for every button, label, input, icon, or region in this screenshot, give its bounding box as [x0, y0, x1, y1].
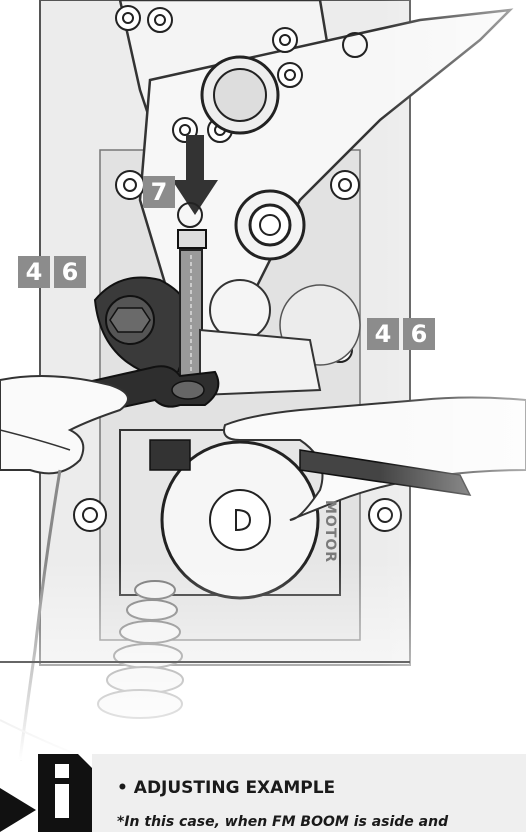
motor-label: MOTOR [322, 500, 338, 564]
left-hand [0, 375, 129, 475]
nut [177, 229, 207, 249]
info-panel [38, 754, 526, 832]
step-badge-4-left: 4 [18, 256, 50, 288]
step-badge-4-right: 4 [367, 318, 399, 350]
step-badge-6-right: 6 [403, 318, 435, 350]
info-text: *In this case, when FM BOOM is aside and [117, 814, 449, 830]
pointer-arrow-icon [0, 788, 36, 832]
step-badge-6-left: 6 [54, 256, 86, 288]
step-badge-7: 7 [143, 176, 175, 208]
arrow-down-icon [172, 135, 218, 215]
info-title: • ADJUSTING EXAMPLE [117, 778, 336, 798]
info-icon [38, 754, 92, 832]
